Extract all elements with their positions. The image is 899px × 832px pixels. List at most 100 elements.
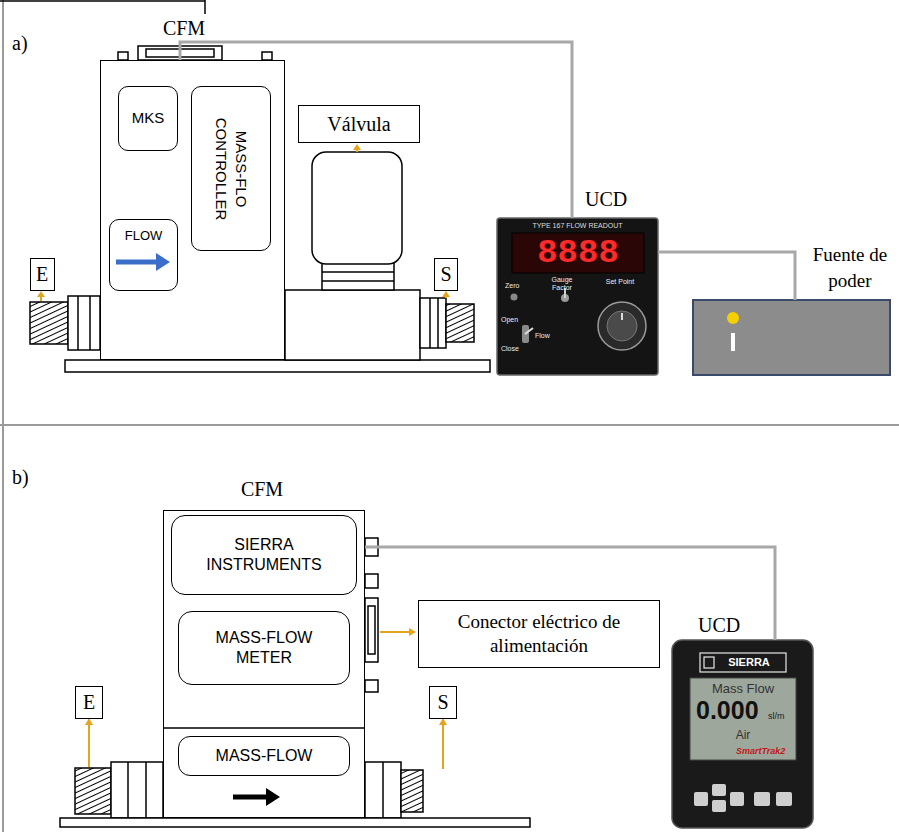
meter-connectors-part [365,574,378,588]
outlet-fitting-part [437,298,439,348]
leader-arrows-part [409,628,416,636]
panel-text: Air [690,729,796,743]
readout-photo-part [511,294,518,301]
inlet-fitting-part [68,296,100,350]
display-photo-part [730,792,744,806]
leader-arrows-part [439,718,447,725]
meter-connectors [365,538,378,692]
panel-text: Flow [535,332,550,340]
display-photo-part [700,653,786,672]
cable-line [658,252,795,300]
display-photo-part [712,800,726,812]
callout-box: Conector eléctrico de alimentación [418,600,660,668]
inlet-fitting-part [89,296,91,350]
port-box: E [30,258,55,291]
flow-box: MASS-FLOW [178,736,350,776]
node-text: Válvula [327,112,390,137]
outlet-fitting-part [365,762,401,818]
panel-text: Gauge Factor [544,276,580,292]
valve-part [322,280,394,282]
readout-photo-part [607,311,637,341]
valve [285,152,420,360]
base-plate [65,360,490,372]
panel-text: TYPE 167 FLOW READOUT [497,222,658,230]
panel-text: SmartTrak2 [736,746,785,756]
mass-flow-arrow-part [266,788,280,806]
callout-box: Válvula [298,105,420,143]
valve-part [312,152,402,264]
leader-arrows-part [353,144,361,150]
display-photo-part [694,792,708,806]
panel-text: Fuente de poder [803,242,897,294]
outlet-fitting-part [446,304,474,342]
node-text: S [437,690,448,715]
panel-text: Mass Flow [690,682,796,697]
panel-label: b) [12,466,29,489]
panel-text: UCD [698,614,740,637]
frame-lines-part [2,0,4,832]
inlet-fitting-part [145,762,147,818]
model-box: MASS-FLO CONTROLLER [191,86,271,251]
leader-arrows-part [37,291,45,297]
panel-text: sl/m [768,711,785,721]
flow-box: FLOW [109,219,178,291]
flow-arrow-part [116,260,158,265]
panel-text: SIERRA [716,653,782,672]
outlet-fitting [365,762,423,818]
controller-body: CFMMKSMASS-FLO CONTROLLERFLOW [100,60,285,360]
inlet-fitting-part [127,762,129,818]
frame-lines-part [0,424,899,426]
panel-text: Set Point [598,278,642,286]
power-supply-part [731,333,735,351]
power-supply-part [693,300,890,375]
display-photo-part [712,784,726,796]
panel-text: UCD [585,188,627,211]
readout-photo [497,218,658,375]
panel-label: a) [12,32,28,55]
node-text: MASS-FLOW METER [202,628,327,668]
panel-text: Open [501,316,518,324]
leader-arrows [85,628,447,769]
leader-arrows-part [88,724,90,767]
meter-body: CFMSIERRA INSTRUMENTSMASS-FLOW METERMASS… [163,510,365,818]
mass-flow-arrow [233,788,280,806]
display-photo [672,640,813,828]
controller-connectors [118,46,272,60]
leader-arrows-part [380,631,410,633]
display-unit: UCDSIERRAMass Flow0.000sl/mAirSmartTrak2 [672,640,813,828]
panel-text: 0.000 [696,696,759,725]
panel-text: Close [501,345,519,353]
display-photo-part [704,657,714,668]
node-text: MKS [132,109,165,128]
inlet-fitting [30,296,100,350]
readout-photo-part [497,218,658,375]
outlet-fitting-part [420,298,446,348]
inlet-fitting-part [75,768,111,814]
display-photo-part [672,640,813,828]
inlet-fitting [75,762,163,818]
display-photo-part [776,792,792,806]
node-text: MASS-FLO CONTROLLER [212,94,251,244]
panel-text: Zero [505,282,519,290]
heading-text: CFM [101,17,267,40]
flow-arrow-part [156,253,170,271]
heading-text: CFM [164,478,360,501]
brand-box: SIERRA INSTRUMENTS [171,515,357,595]
port-box: S [434,258,458,291]
base-plate-part [65,360,490,372]
node-text: Conector eléctrico de alimentación [454,610,624,658]
leader-arrows-part [442,724,444,769]
readout-unit: UCDTYPE 167 FLOW READOUT8888ZeroGauge Fa… [497,218,658,375]
port-box: E [75,686,103,719]
valve-part [322,262,394,290]
leader-arrows-part [442,291,450,297]
node-text: E [83,690,95,715]
outlet-fitting-part [382,762,384,818]
base-plate [60,818,530,827]
outlet-fitting [420,298,474,348]
controller-connectors-part [262,52,272,60]
valve-part [285,290,420,360]
node-text: E [36,262,48,287]
display-photo-part [754,792,770,806]
readout-photo-part [598,302,646,350]
